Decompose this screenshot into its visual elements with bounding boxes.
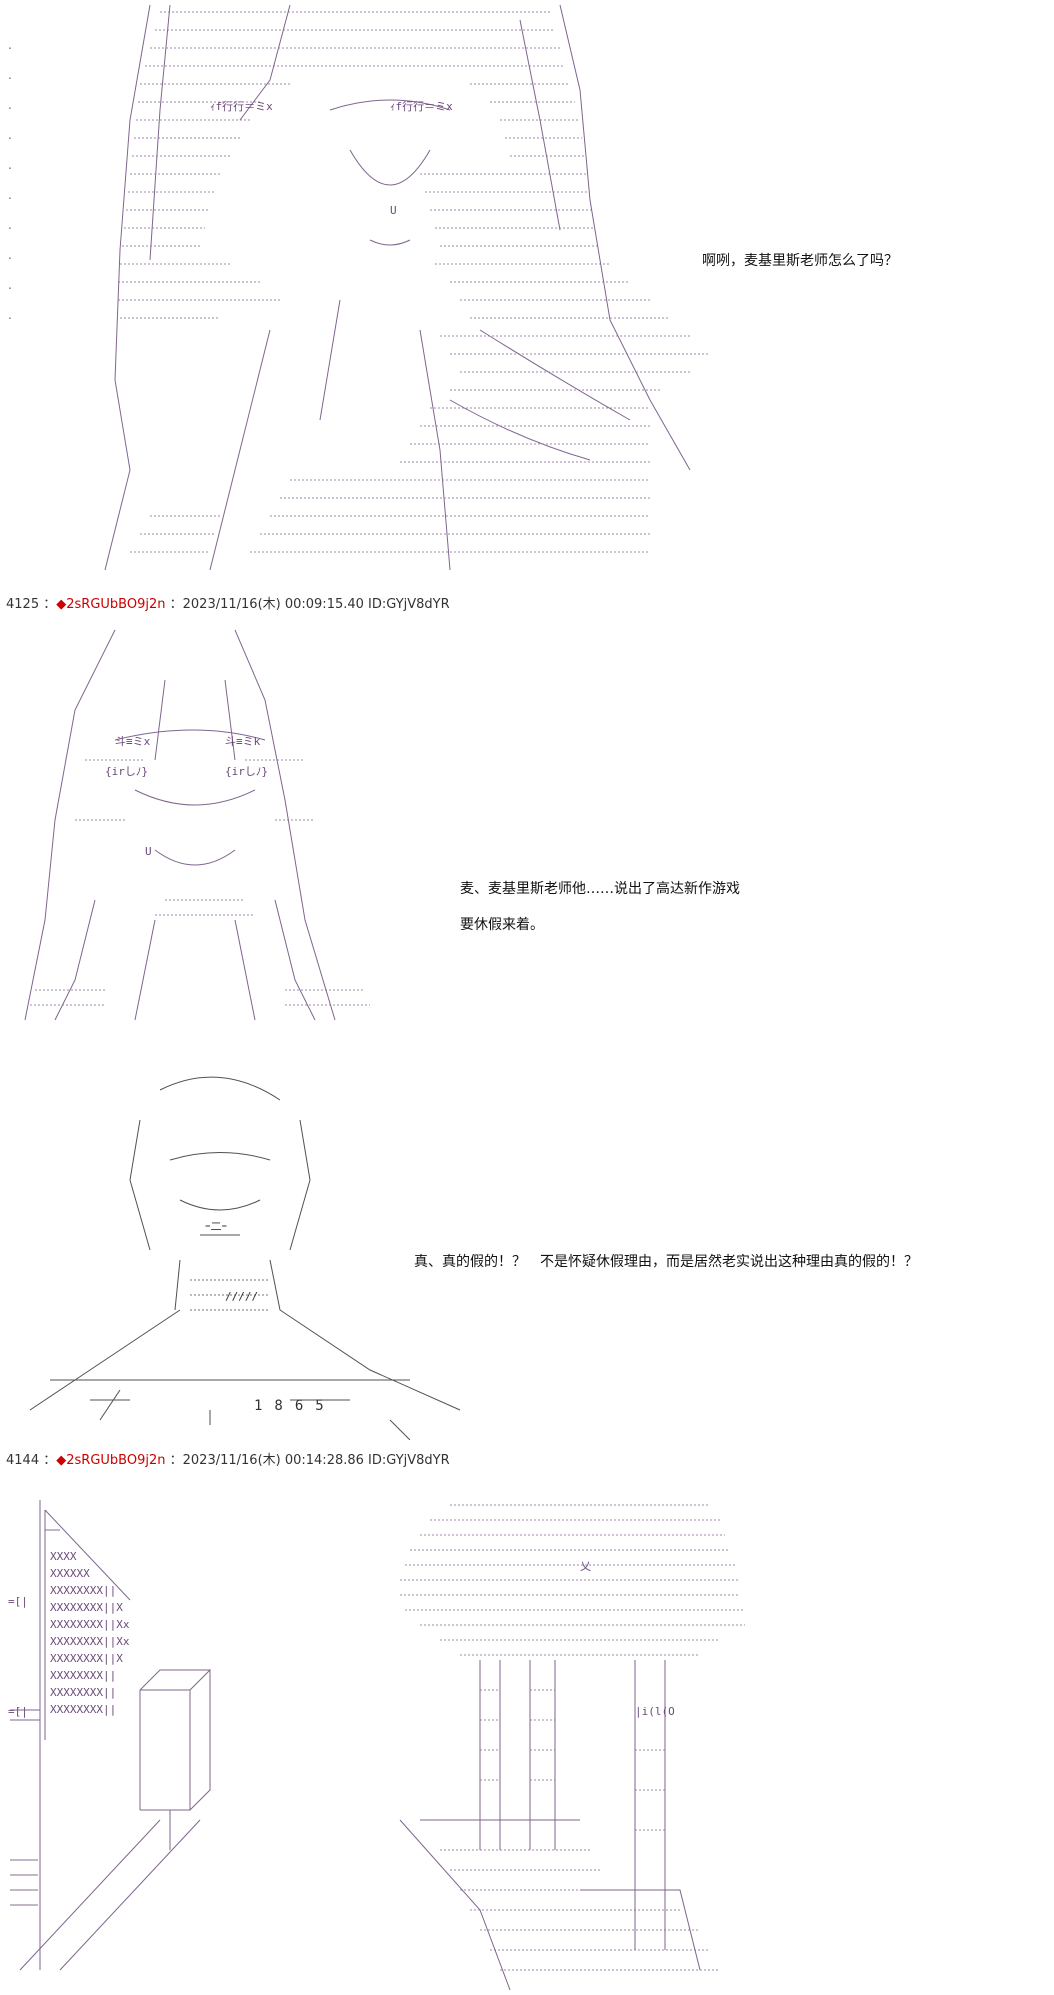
ascii-art-girl-panel1: ｨf行行＝ミx ｨf行行＝ミx U: [90, 0, 750, 585]
svg-text:XXXXXXXX||: XXXXXXXX||: [50, 1584, 116, 1597]
svg-text:ｨf行行＝ミx: ｨf行行＝ミx: [210, 100, 273, 113]
post-sep: ：: [169, 597, 183, 612]
art-counter-label: 1865: [254, 1398, 336, 1414]
svg-text:XXXXXXXX||X: XXXXXXXX||X: [50, 1601, 123, 1614]
svg-text:=[|: =[|: [8, 1595, 28, 1608]
svg-text:XXXXXX: XXXXXX: [50, 1567, 90, 1580]
svg-text:XXXXXXXX||: XXXXXXXX||: [50, 1703, 116, 1716]
svg-text:XXXXXXXX||: XXXXXXXX||: [50, 1686, 116, 1699]
post-id: ID:GYjV8dYR: [368, 1453, 450, 1468]
post-trip[interactable]: 2sRGUbBO9j2n: [66, 597, 166, 612]
svg-text:ｨf行行＝ミx: ｨf行行＝ミx: [390, 100, 453, 113]
svg-text:ｰ二ｰ: ｰ二ｰ: [205, 1220, 227, 1233]
svg-text:U: U: [145, 845, 152, 858]
ascii-art-forest-panel4: |i(l(O 乂: [380, 1490, 750, 1990]
post-sep: ：: [169, 1453, 183, 1468]
svg-text:斗≡ミx: 斗≡ミx: [115, 735, 151, 748]
svg-text:XXXXXXXX||Xx: XXXXXXXX||Xx: [50, 1618, 130, 1631]
post-separator: ：: [43, 597, 57, 612]
dialogue-panel2-line2: 要休假来着。: [460, 917, 544, 933]
trip-diamond-icon: ◆: [56, 597, 67, 612]
svg-text:XXXXXXXX||Xx: XXXXXXXX||Xx: [50, 1635, 130, 1648]
svg-text:U: U: [390, 204, 397, 217]
svg-text:XXXXXXXX||: XXXXXXXX||: [50, 1669, 116, 1682]
svg-text:乂: 乂: [580, 1560, 591, 1573]
svg-text:{irしﾉ}: {irしﾉ}: [225, 765, 268, 778]
ascii-art-building-panel4: XXXX XXXXXX XXXXXXXX|| XXXXXXXX||X XXXXX…: [0, 1490, 240, 1990]
post-id: ID:GYjV8dYR: [368, 597, 450, 612]
post-number: 4125: [6, 597, 40, 612]
svg-text:|i(l(O: |i(l(O: [635, 1705, 675, 1718]
post-number: 4144: [6, 1453, 40, 1468]
svg-text:=[|: =[|: [8, 1705, 28, 1718]
svg-text:斗≡ミk: 斗≡ミk: [225, 735, 261, 748]
dialogue-panel3: 真、真的假的！？ 不是怀疑休假理由，而是居然老实说出这种理由真的假的！？: [414, 1254, 918, 1270]
ascii-art-boy-panel3: ｰ二ｰ /////: [10, 1050, 470, 1440]
ascii-art-girl-panel2: 斗≡ミx 斗≡ミk {irしﾉ} {irしﾉ} U: [15, 620, 385, 1020]
post-separator: ：: [43, 1453, 57, 1468]
margin-dots: ..........: [8, 38, 12, 322]
post-datetime: 2023/11/16(木) 00:14:28.86: [182, 1453, 364, 1468]
svg-text://///: /////: [225, 1290, 258, 1303]
post-header-4144: 4144 ：◆2sRGUbBO9j2n ：2023/11/16(木) 00:14…: [6, 1449, 450, 1468]
svg-text:XXXX: XXXX: [50, 1550, 77, 1563]
post-trip[interactable]: 2sRGUbBO9j2n: [66, 1453, 166, 1468]
post-header-4125: 4125 ：◆2sRGUbBO9j2n ：2023/11/16(木) 00:09…: [6, 593, 450, 612]
post-datetime: 2023/11/16(木) 00:09:15.40: [182, 597, 364, 612]
svg-text:{irしﾉ}: {irしﾉ}: [105, 765, 148, 778]
dialogue-panel2-line1: 麦、麦基里斯老师他……说出了高达新作游戏: [460, 881, 740, 897]
dialogue-panel1: 啊咧，麦基里斯老师怎么了吗？: [702, 253, 898, 269]
trip-diamond-icon: ◆: [56, 1453, 67, 1468]
svg-text:XXXXXXXX||X: XXXXXXXX||X: [50, 1652, 123, 1665]
